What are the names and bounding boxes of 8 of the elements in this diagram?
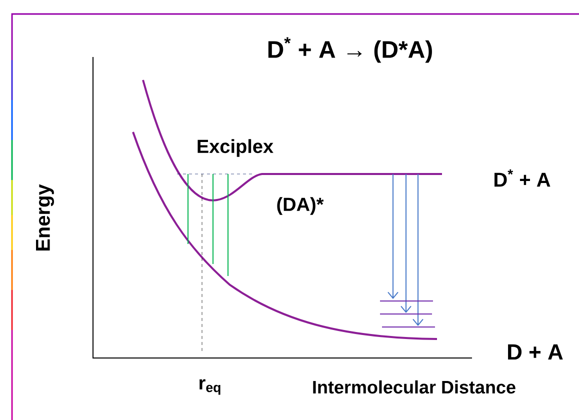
state-label: D + A [508,344,563,360]
axis-label: Intermolecular Distance [313,380,516,394]
state-label: D$^{*}$ + A [494,169,550,187]
equation-title: D$^{*}$ + A → (D*A) [268,37,432,63]
axis-label: r$_{eq}$ [200,379,220,395]
axis-label: Energy [36,184,54,251]
curve-label: Exciplex [198,139,274,157]
curve-label: (DA)* [277,197,324,215]
